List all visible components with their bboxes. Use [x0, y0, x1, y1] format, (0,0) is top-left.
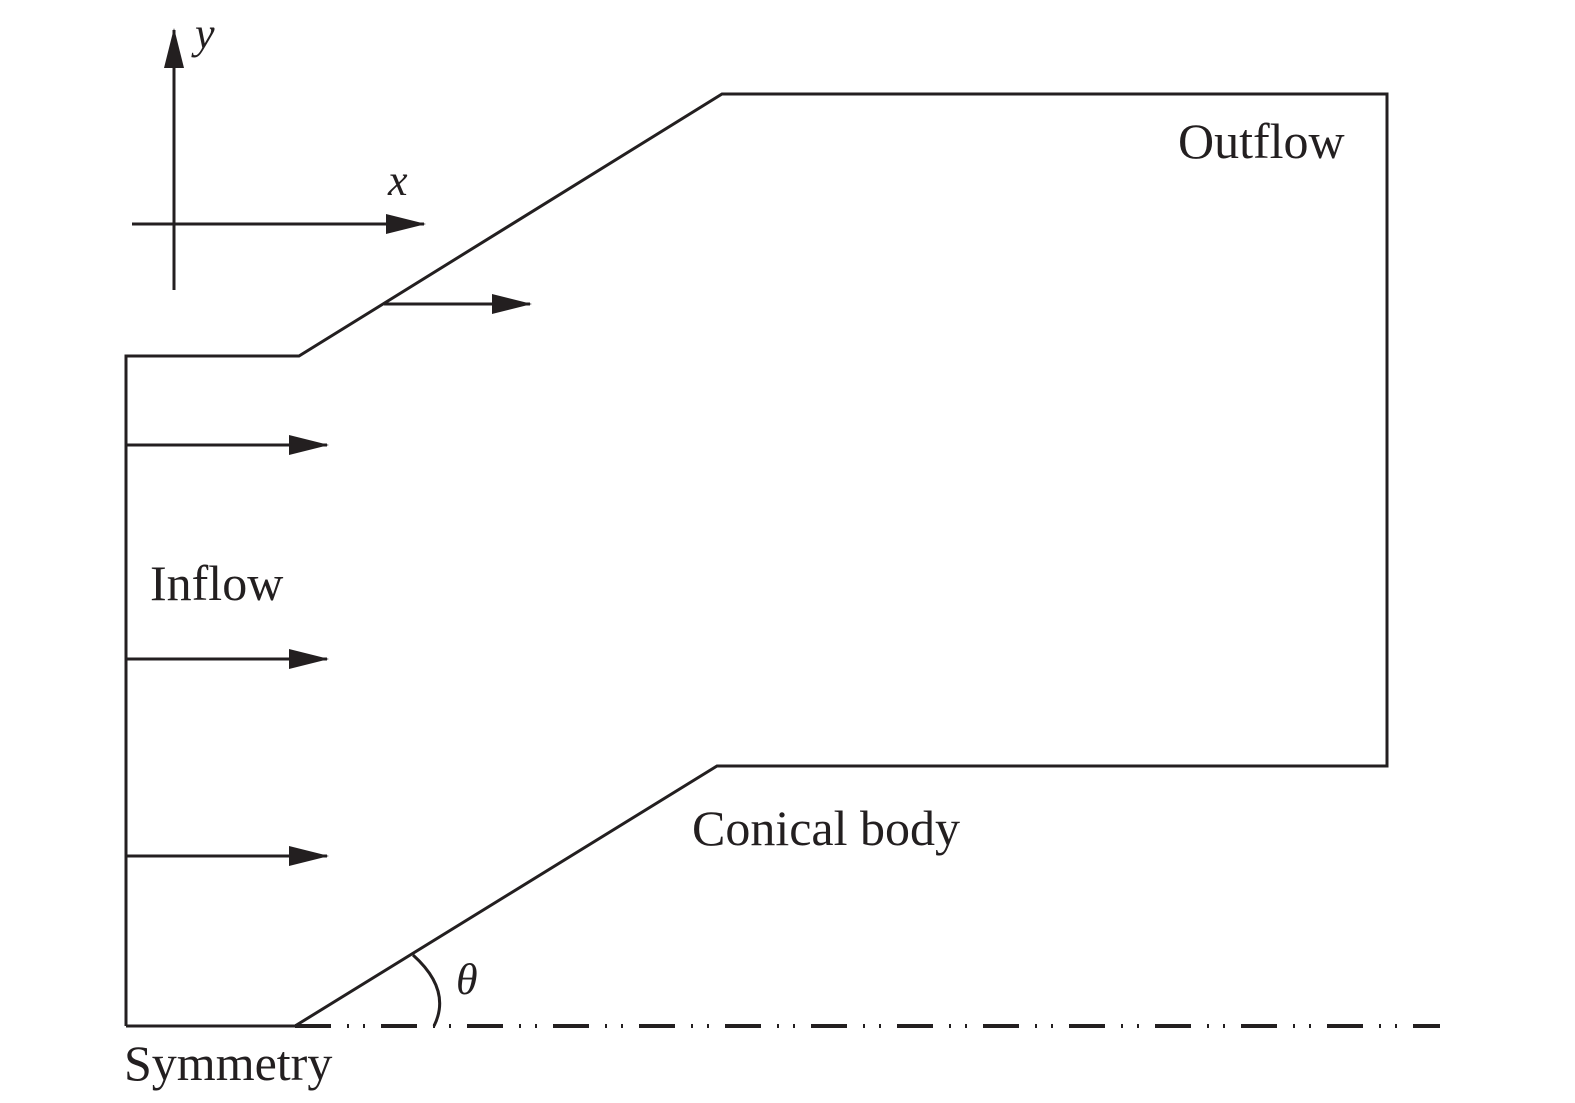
symmetry-label: Symmetry — [124, 1035, 332, 1091]
upper-boundary — [124, 92, 1389, 1028]
x-axis-label: x — [387, 156, 408, 205]
angle-arc — [411, 953, 442, 1027]
y-axis-label: y — [191, 9, 215, 58]
angle-label: θ — [456, 955, 478, 1004]
inflow-label: Inflow — [150, 555, 283, 611]
outflow-label: Outflow — [1178, 113, 1345, 169]
inflow-arrows — [126, 435, 329, 866]
coordinate-axes: y x — [132, 9, 426, 290]
conical-body-label: Conical body — [692, 800, 960, 856]
